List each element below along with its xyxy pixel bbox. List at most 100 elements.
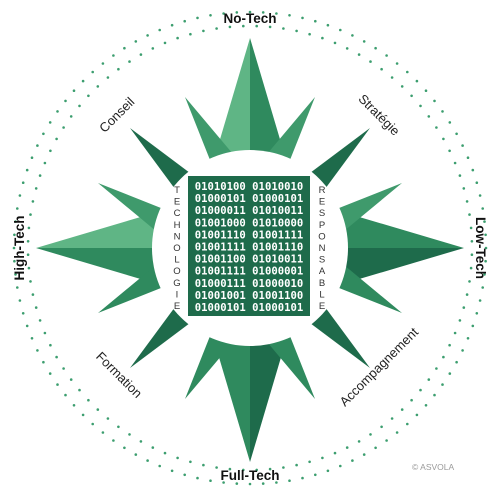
ring-dot bbox=[484, 259, 487, 263]
ring-dot bbox=[455, 132, 458, 136]
ring-dot bbox=[351, 459, 354, 462]
minor-point-ssw bbox=[185, 331, 238, 399]
ring-dot bbox=[78, 388, 81, 392]
ring-dot bbox=[357, 440, 361, 443]
ring-dot bbox=[235, 11, 239, 14]
ring-dot bbox=[441, 383, 444, 386]
ring-dot bbox=[462, 306, 466, 309]
ring-dot bbox=[470, 253, 474, 256]
ring-dot bbox=[96, 408, 100, 411]
ring-dot bbox=[483, 220, 486, 223]
ring-dot bbox=[442, 137, 445, 141]
ring-dot bbox=[64, 99, 67, 103]
ring-dot bbox=[26, 240, 30, 243]
ring-dot bbox=[43, 331, 47, 335]
responsable-letter: S bbox=[319, 208, 325, 219]
ring-dot bbox=[72, 404, 76, 407]
responsable-letter: L bbox=[319, 289, 324, 300]
ring-dot bbox=[419, 388, 422, 392]
ring-dot bbox=[308, 32, 311, 36]
ring-dot bbox=[395, 62, 399, 65]
ring-dot bbox=[275, 12, 278, 15]
ring-dot bbox=[112, 439, 115, 442]
ring-dot bbox=[196, 476, 199, 480]
ring-dot bbox=[351, 34, 354, 37]
technologie-letter: C bbox=[174, 208, 181, 219]
ring-dot bbox=[139, 440, 143, 443]
ring-dot bbox=[38, 319, 42, 322]
ring-dot bbox=[261, 482, 265, 485]
technologie-letter: T bbox=[174, 185, 180, 196]
ring-dot bbox=[176, 456, 179, 460]
ring-dot bbox=[453, 161, 457, 165]
ring-dot bbox=[483, 273, 486, 276]
technologie-letter: E bbox=[174, 301, 180, 312]
ring-dot bbox=[419, 104, 422, 108]
binary-line: 01000111 01000010 bbox=[195, 278, 303, 290]
ring-dot bbox=[455, 360, 458, 364]
binary-line: 01001110 01001111 bbox=[195, 229, 303, 241]
ring-dot bbox=[13, 259, 16, 263]
ring-dot bbox=[48, 372, 52, 375]
ring-dot bbox=[478, 299, 482, 302]
ring-dot bbox=[134, 453, 138, 456]
ring-dot bbox=[176, 36, 179, 40]
ring-dot bbox=[466, 337, 470, 340]
technologie-letter: E bbox=[174, 197, 180, 208]
ring-dot bbox=[333, 41, 337, 45]
ring-dot bbox=[471, 168, 475, 172]
ring-dot bbox=[461, 144, 464, 147]
ring-dot bbox=[369, 433, 372, 436]
ring-dot bbox=[475, 181, 479, 184]
ring-dot bbox=[339, 28, 342, 32]
responsable-letter: E bbox=[319, 301, 325, 312]
ring-dot bbox=[468, 213, 471, 216]
label-strategie: Stratégie bbox=[355, 91, 402, 138]
ring-dot bbox=[380, 425, 383, 429]
copyright-notice: © ASVOLA bbox=[412, 462, 455, 472]
technologie-letter: I bbox=[176, 289, 179, 300]
ring-dot bbox=[13, 233, 16, 237]
ring-dot bbox=[222, 481, 225, 484]
ring-dot bbox=[268, 25, 272, 29]
ring-dot bbox=[158, 464, 161, 468]
ring-dot bbox=[14, 273, 17, 276]
ring-dot bbox=[357, 53, 361, 56]
ring-dot bbox=[314, 19, 317, 23]
ring-dot bbox=[55, 355, 58, 359]
ring-dot bbox=[64, 393, 67, 397]
ring-dot bbox=[91, 422, 94, 426]
ring-dot bbox=[321, 456, 324, 460]
ring-dot bbox=[81, 79, 85, 83]
ring-dot bbox=[228, 25, 232, 29]
ring-dot bbox=[56, 110, 59, 113]
ring-dot bbox=[362, 40, 366, 43]
ring-dot bbox=[461, 349, 464, 352]
ring-dot bbox=[321, 36, 324, 40]
ring-dot bbox=[275, 481, 278, 484]
ring-dot bbox=[484, 233, 487, 237]
binary-panel bbox=[188, 176, 310, 316]
minor-point-ene bbox=[334, 183, 402, 236]
ring-dot bbox=[12, 246, 16, 250]
ring-dot bbox=[427, 378, 431, 381]
ring-dot bbox=[255, 468, 258, 472]
minor-point-nne bbox=[262, 97, 315, 165]
label-full-tech: Full-Tech bbox=[221, 468, 280, 483]
ring-dot bbox=[112, 54, 115, 57]
ring-dot bbox=[345, 47, 349, 50]
ring-dot bbox=[385, 54, 388, 57]
ring-dot bbox=[18, 299, 22, 302]
ring-dot bbox=[261, 11, 265, 14]
responsable-letter: O bbox=[318, 231, 325, 242]
ring-dot bbox=[55, 137, 58, 141]
ring-dot bbox=[36, 349, 39, 352]
binary-line: 01001100 01010011 bbox=[195, 254, 303, 266]
ring-dot bbox=[123, 46, 126, 50]
ring-dot bbox=[163, 41, 167, 45]
ring-dot bbox=[146, 459, 149, 462]
ring-dot bbox=[288, 14, 291, 17]
ring-dot bbox=[242, 24, 245, 28]
